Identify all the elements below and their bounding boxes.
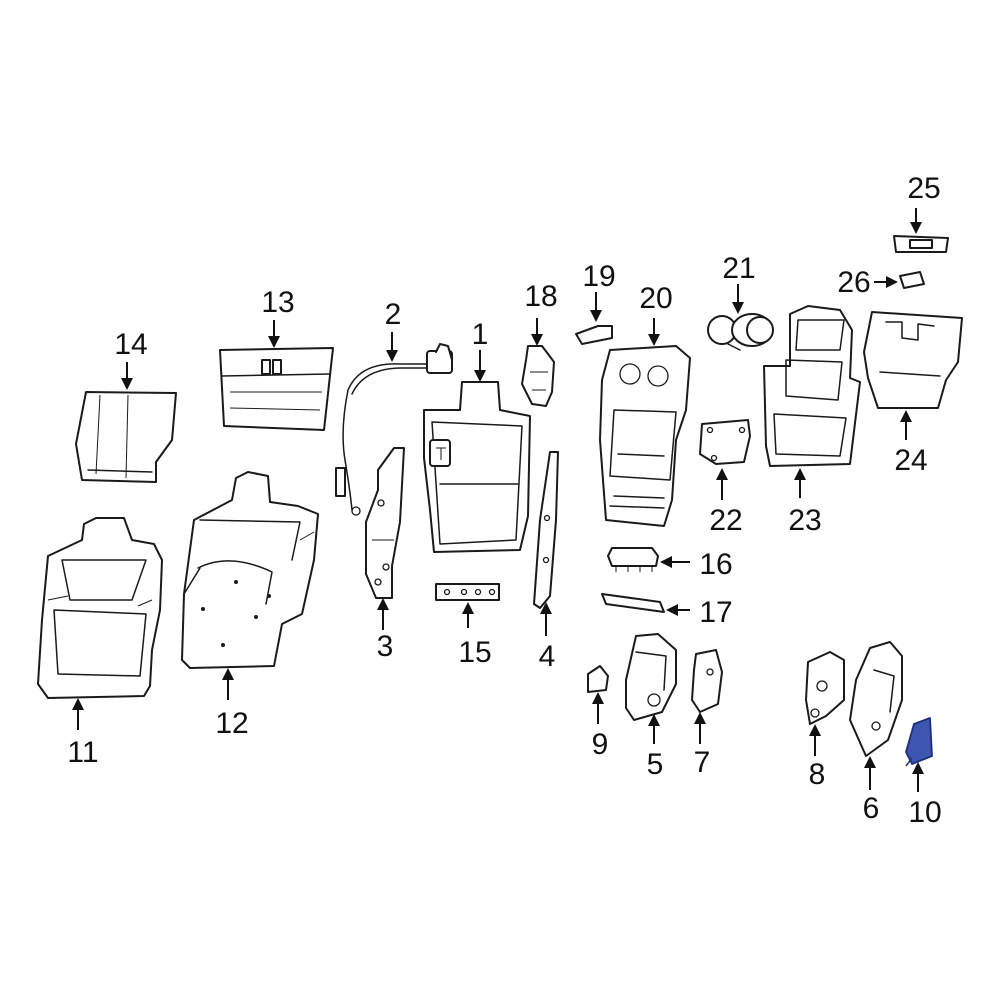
callout-11[interactable]: 11 bbox=[67, 736, 98, 769]
part-8-hinge-cover[interactable] bbox=[805, 651, 845, 725]
callout-numbers: 1 2 3 4 5 6 7 8 9 10 11 12 13 14 15 16 1… bbox=[67, 172, 941, 829]
part-20-seat-cushion-frame[interactable] bbox=[599, 345, 691, 527]
callout-10[interactable]: 10 bbox=[908, 796, 941, 829]
callout-5[interactable]: 5 bbox=[647, 748, 664, 781]
callout-2[interactable]: 2 bbox=[385, 298, 402, 331]
part-25-trim-bracket[interactable] bbox=[893, 235, 949, 253]
part-4-side-bar[interactable] bbox=[533, 451, 559, 609]
part-26-clip[interactable] bbox=[899, 271, 925, 289]
callout-9[interactable]: 9 bbox=[592, 728, 609, 761]
callout-23[interactable]: 23 bbox=[788, 504, 821, 537]
callout-25[interactable]: 25 bbox=[907, 172, 940, 205]
callout-26[interactable]: 26 bbox=[837, 266, 870, 299]
part-21-cup-holder[interactable] bbox=[707, 313, 774, 351]
part-3-hinge-bracket[interactable] bbox=[365, 447, 405, 599]
part-11-seat-back-cushion[interactable] bbox=[37, 517, 163, 699]
callout-15[interactable]: 15 bbox=[458, 636, 491, 669]
callout-3[interactable]: 3 bbox=[377, 630, 394, 663]
callout-12[interactable]: 12 bbox=[215, 707, 248, 740]
part-23-center-armrest[interactable] bbox=[763, 305, 861, 467]
callout-7[interactable]: 7 bbox=[694, 746, 711, 779]
part-14-seat-back-panel[interactable] bbox=[75, 391, 177, 483]
callout-6[interactable]: 6 bbox=[863, 792, 880, 825]
part-2-cable-assembly[interactable] bbox=[335, 343, 453, 516]
part-7-side-panel[interactable] bbox=[691, 649, 723, 713]
callout-14[interactable]: 14 bbox=[114, 328, 147, 361]
callout-16[interactable]: 16 bbox=[699, 548, 732, 581]
callout-21[interactable]: 21 bbox=[722, 252, 755, 285]
part-1-seat-back-frame[interactable] bbox=[423, 381, 531, 553]
callout-19[interactable]: 19 bbox=[582, 260, 615, 293]
callout-20[interactable]: 20 bbox=[639, 282, 672, 315]
part-5-side-shield[interactable] bbox=[625, 633, 677, 721]
part-24-console-panel[interactable] bbox=[863, 311, 963, 409]
part-15-mounting-strip[interactable] bbox=[435, 583, 500, 601]
callout-22[interactable]: 22 bbox=[709, 504, 742, 537]
part-17-lower-strip[interactable] bbox=[601, 593, 665, 613]
callout-13[interactable]: 13 bbox=[261, 286, 294, 319]
callout-24[interactable]: 24 bbox=[894, 444, 927, 477]
callout-17[interactable]: 17 bbox=[699, 596, 732, 629]
part-16-lower-bracket[interactable] bbox=[607, 547, 659, 572]
part-12-seat-back-frame[interactable] bbox=[181, 471, 319, 669]
part-19-bracket-small[interactable] bbox=[575, 325, 613, 345]
part-6-outer-side-shield[interactable] bbox=[849, 641, 903, 757]
part-18-latch-cover[interactable] bbox=[521, 345, 555, 407]
callout-4[interactable]: 4 bbox=[539, 640, 556, 673]
part-10-highlighted-trim[interactable] bbox=[905, 717, 933, 767]
callout-leaders bbox=[72, 208, 924, 792]
part-22-cover-plate[interactable] bbox=[699, 419, 751, 465]
part-13-cushion-trim-cover[interactable] bbox=[219, 347, 334, 431]
part-9-trim-piece[interactable] bbox=[587, 665, 609, 693]
callout-8[interactable]: 8 bbox=[809, 758, 826, 791]
callout-1[interactable]: 1 bbox=[472, 318, 489, 351]
callout-18[interactable]: 18 bbox=[524, 280, 557, 313]
